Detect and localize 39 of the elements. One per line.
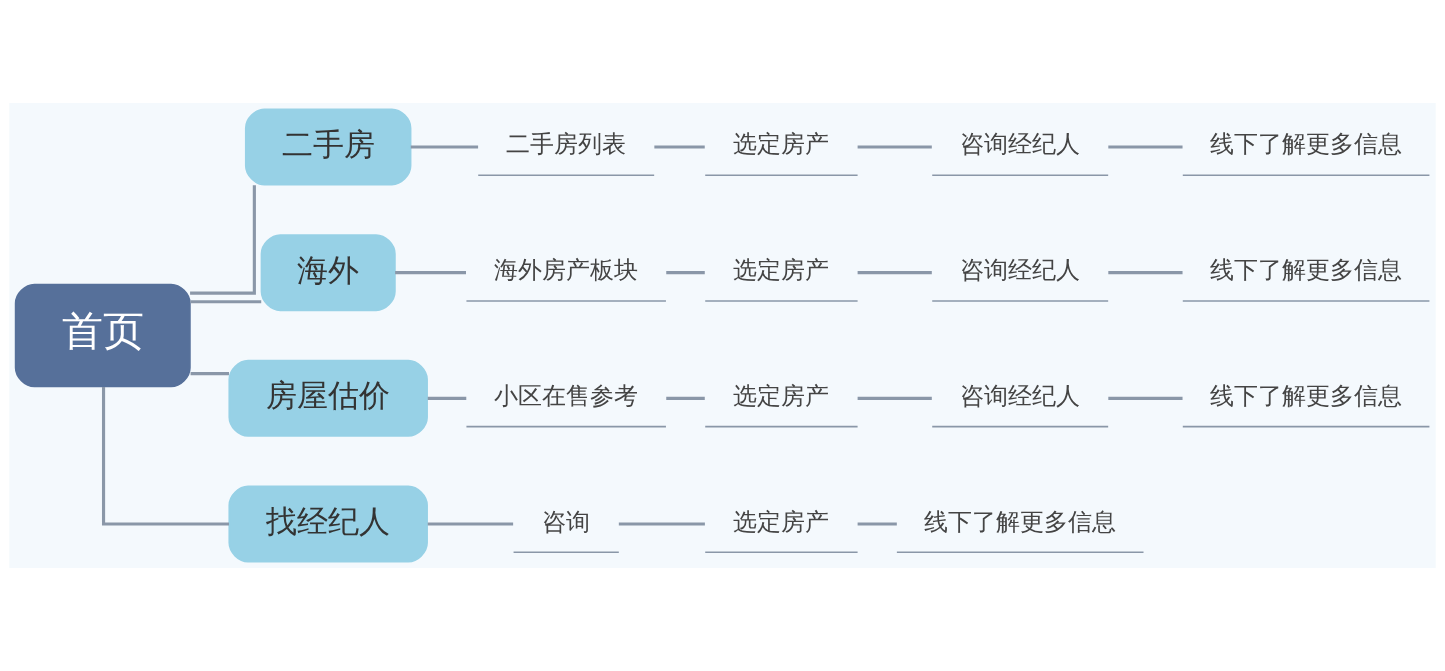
connector bbox=[1108, 396, 1183, 400]
connector bbox=[101, 387, 229, 526]
node-text: 小区在售参考 bbox=[494, 381, 639, 410]
connector bbox=[1108, 145, 1183, 149]
connector bbox=[857, 145, 932, 149]
node-text: 咨询经纪人 bbox=[960, 256, 1081, 285]
node-box: 首页 bbox=[14, 283, 191, 388]
node-text: 海外房产板块 bbox=[494, 256, 639, 285]
connector bbox=[410, 145, 479, 149]
node-text: 线下了解更多信息 bbox=[1210, 130, 1403, 159]
connector bbox=[427, 522, 514, 526]
connector bbox=[857, 522, 897, 526]
node-text: 选定房产 bbox=[733, 381, 830, 410]
node-text: 线下了解更多信息 bbox=[924, 507, 1117, 536]
connector bbox=[857, 396, 932, 400]
node-text: 咨询经纪人 bbox=[960, 130, 1081, 159]
node-text: 选定房产 bbox=[733, 256, 830, 285]
node-text: 选定房产 bbox=[733, 130, 830, 159]
node-text: 咨询经纪人 bbox=[960, 381, 1081, 410]
connector bbox=[618, 522, 705, 526]
connector bbox=[190, 300, 262, 304]
node-box: 房屋估价 bbox=[228, 359, 428, 437]
node-text: 咨询 bbox=[542, 507, 591, 536]
node-box: 二手房 bbox=[244, 108, 412, 186]
connector bbox=[427, 396, 467, 400]
node-text: 二手房列表 bbox=[506, 130, 627, 159]
connector bbox=[190, 185, 256, 295]
node-text: 线下了解更多信息 bbox=[1210, 256, 1403, 285]
node-box: 找经纪人 bbox=[228, 485, 428, 563]
connector bbox=[857, 271, 932, 275]
connector bbox=[1108, 271, 1183, 275]
node-text: 选定房产 bbox=[733, 507, 830, 536]
connector bbox=[395, 271, 466, 275]
connector bbox=[654, 145, 705, 149]
node-text: 线下了解更多信息 bbox=[1210, 381, 1403, 410]
connector bbox=[190, 372, 230, 376]
connector bbox=[666, 396, 705, 400]
node-box: 海外 bbox=[260, 234, 396, 312]
connector bbox=[666, 271, 705, 275]
